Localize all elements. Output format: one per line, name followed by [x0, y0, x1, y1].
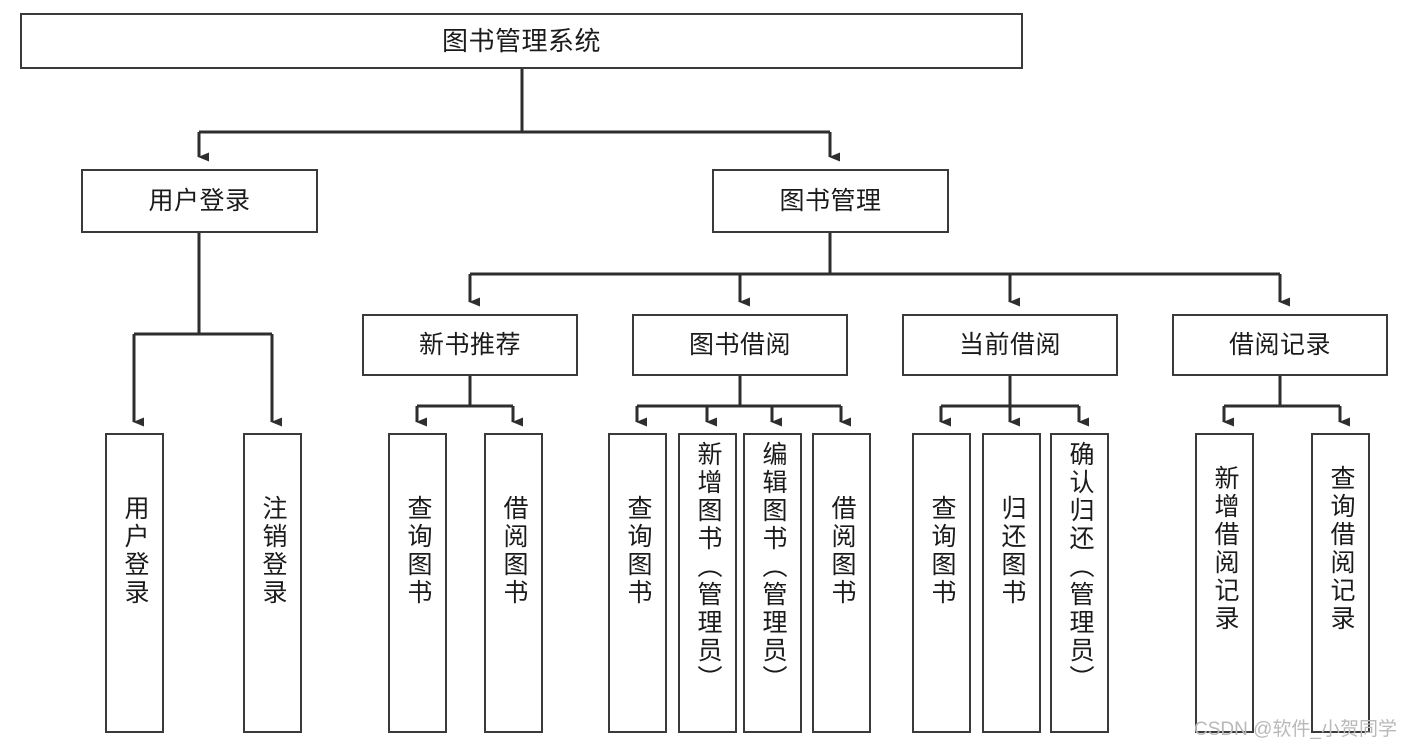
- node-label: 当前借阅: [958, 330, 1061, 359]
- node-user-login[interactable]: 用户登录: [81, 169, 318, 233]
- node-label: 注销登录: [259, 495, 287, 607]
- node-label: 图书借阅: [688, 330, 791, 359]
- node-leaf-borrow-book-1[interactable]: 借阅图书: [484, 433, 543, 733]
- node-book-borrow[interactable]: 图书借阅: [632, 314, 848, 376]
- node-label: 图书管理系统: [441, 26, 601, 56]
- node-new-book-recommend[interactable]: 新书推荐: [362, 314, 578, 376]
- node-label: 用户登录: [148, 186, 251, 215]
- node-label: 借阅图书: [828, 495, 856, 607]
- node-label: 查询图书: [624, 495, 652, 607]
- node-label: 图书管理: [779, 186, 882, 215]
- node-label: 查询借阅记录: [1327, 465, 1355, 633]
- node-leaf-return-book[interactable]: 归还图书: [982, 433, 1041, 733]
- node-label: 用户登录: [121, 495, 149, 607]
- node-leaf-borrow-book-2[interactable]: 借阅图书: [812, 433, 871, 733]
- node-leaf-user-login[interactable]: 用户登录: [105, 433, 164, 733]
- node-leaf-query-book-3[interactable]: 查询图书: [912, 433, 971, 733]
- node-current-borrow[interactable]: 当前借阅: [902, 314, 1118, 376]
- node-leaf-logout[interactable]: 注销登录: [243, 433, 302, 733]
- node-label: 归还图书: [998, 495, 1026, 607]
- node-leaf-add-book[interactable]: 新增图书（管理员）: [678, 433, 737, 733]
- node-label: 新增借阅记录: [1211, 465, 1239, 633]
- node-leaf-query-book-1[interactable]: 查询图书: [388, 433, 447, 733]
- node-label: 借阅图书: [500, 495, 528, 607]
- node-label: 查询图书: [404, 495, 432, 607]
- node-label: 编辑图书（管理员）: [759, 441, 787, 693]
- node-leaf-add-record[interactable]: 新增借阅记录: [1195, 433, 1254, 733]
- node-leaf-confirm-return[interactable]: 确认归还（管理员）: [1050, 433, 1109, 733]
- node-leaf-query-record[interactable]: 查询借阅记录: [1311, 433, 1370, 733]
- node-borrow-record[interactable]: 借阅记录: [1172, 314, 1388, 376]
- node-root-book-management-system[interactable]: 图书管理系统: [20, 13, 1023, 69]
- node-label: 查询图书: [928, 495, 956, 607]
- node-label: 借阅记录: [1228, 330, 1331, 359]
- node-leaf-edit-book[interactable]: 编辑图书（管理员）: [743, 433, 802, 733]
- node-label: 新书推荐: [418, 330, 521, 359]
- node-label: 新增图书（管理员）: [694, 441, 722, 693]
- node-leaf-query-book-2[interactable]: 查询图书: [608, 433, 667, 733]
- node-label: 确认归还（管理员）: [1066, 441, 1094, 693]
- node-book-management[interactable]: 图书管理: [712, 169, 949, 233]
